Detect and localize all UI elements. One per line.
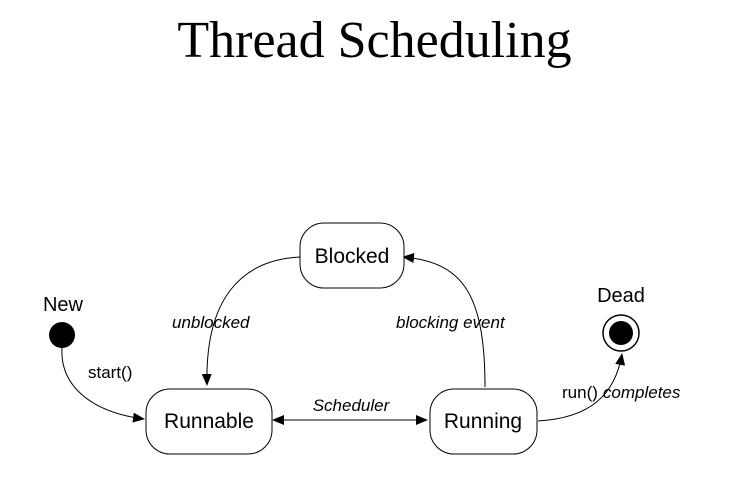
state-running-label: Running	[444, 410, 522, 433]
dead-label: Dead	[597, 285, 645, 307]
edge-new-to-runnable	[61, 347, 145, 423]
label-completes: completes	[603, 383, 681, 402]
state-runnable-label: Runnable	[164, 410, 254, 433]
edge-blocked-to-runnable	[201, 256, 301, 386]
label-run: run()	[562, 383, 598, 402]
state-running: Running	[429, 388, 538, 455]
label-blocking-event: blocking event	[396, 313, 506, 332]
edge-running-to-blocked	[402, 252, 486, 388]
state-blocked-label: Blocked	[315, 245, 390, 268]
label-start: start()	[88, 363, 132, 382]
label-run-completes: run() completes	[562, 383, 681, 402]
edge-running-to-dead	[537, 353, 626, 422]
new-label: New	[43, 294, 84, 316]
state-runnable: Runnable	[145, 388, 273, 455]
new-initial-node	[49, 322, 75, 348]
state-blocked: Blocked	[299, 222, 405, 289]
label-unblocked: unblocked	[172, 313, 250, 332]
slide-title: Thread Scheduling	[177, 12, 572, 69]
label-scheduler: Scheduler	[313, 396, 391, 415]
dead-final-node	[602, 314, 640, 352]
